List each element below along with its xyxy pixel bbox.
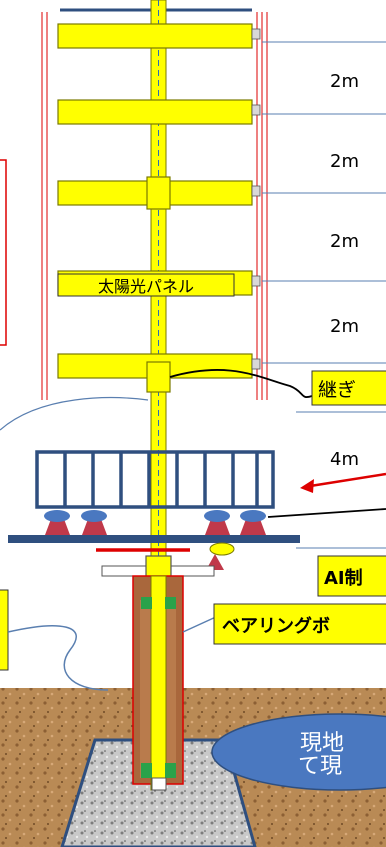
bearing-top xyxy=(165,597,176,609)
panel-hinges xyxy=(251,28,261,370)
solar-panel xyxy=(57,23,253,49)
mast-joint xyxy=(146,176,171,210)
spacing-label: 2m xyxy=(330,231,359,252)
bearing-callout-label: ベアリングボ xyxy=(222,615,330,637)
bearing-bottom xyxy=(165,763,176,778)
spacing-label: 2m xyxy=(330,151,359,172)
panel-label: 太陽光パネル xyxy=(98,277,194,296)
leader-line-left-top xyxy=(0,397,149,431)
joint-leader-line xyxy=(169,369,313,398)
reference-lines xyxy=(262,41,386,549)
local-note-line-1: 現地 xyxy=(300,731,344,756)
bearing-callout-box xyxy=(213,603,386,645)
guide-wires xyxy=(41,12,268,400)
panel-label-box xyxy=(57,273,235,297)
leader-line-left-bottom xyxy=(7,625,109,691)
sensor-head xyxy=(209,542,235,556)
base-rail xyxy=(8,535,300,543)
joint-callout-label: 継ぎ xyxy=(318,379,356,401)
spacing-label: 2m xyxy=(330,316,359,337)
rotating-platform xyxy=(35,450,275,509)
joint-callout-box xyxy=(311,370,386,406)
spacing-label: 4m xyxy=(330,449,359,470)
local-note-line-2: て現 xyxy=(298,754,342,779)
mast-joint xyxy=(146,361,171,393)
bearing-top xyxy=(141,597,152,609)
mast-lower xyxy=(150,575,167,791)
left-note-box xyxy=(0,159,7,346)
solar-panel xyxy=(57,99,253,125)
wheel-leader-line xyxy=(267,508,386,518)
ai-control-label: AI制 xyxy=(324,568,363,589)
local-note-ellipse xyxy=(211,713,386,791)
platform-wheels xyxy=(44,510,266,535)
spacing-label: 2m xyxy=(330,71,359,92)
ai-control-box xyxy=(317,555,386,597)
red-arrow xyxy=(300,472,386,493)
mast-foot xyxy=(151,777,167,791)
left-note-box-2 xyxy=(0,589,9,671)
bearing-bottom xyxy=(141,763,152,778)
bearing-leader-line xyxy=(182,615,219,633)
